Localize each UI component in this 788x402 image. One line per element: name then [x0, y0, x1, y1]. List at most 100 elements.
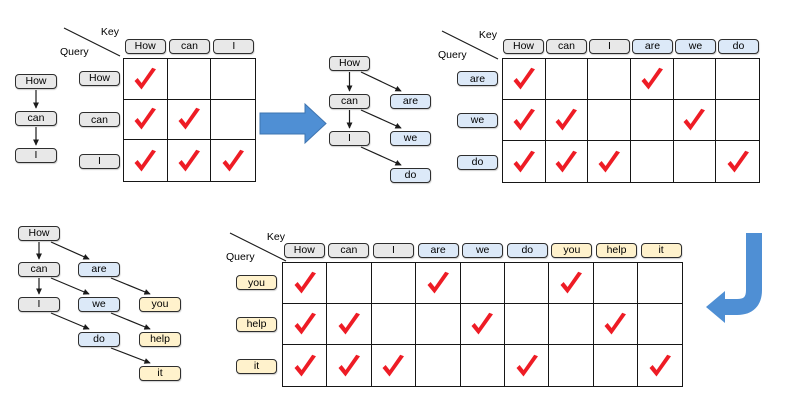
mask-cell	[503, 141, 546, 182]
checkmark-icon	[598, 150, 621, 172]
mask-cell	[593, 263, 638, 304]
mask-cell	[416, 304, 461, 345]
mask-cell	[211, 59, 255, 100]
matrix3-key-do: do	[506, 243, 548, 258]
matrix1-key-how: How	[124, 39, 166, 54]
matrix3-query-it: it	[236, 358, 277, 374]
query-axis-label: Query	[438, 49, 467, 61]
checkmark-icon	[560, 271, 582, 294]
mask-cell	[593, 304, 638, 345]
chain3-token-do: do	[78, 332, 120, 347]
matrix3-key-it: it	[640, 243, 682, 258]
mask-cell	[372, 345, 417, 386]
checkmark-icon	[134, 67, 157, 90]
mask-cell	[327, 345, 372, 386]
mask-cell	[504, 304, 550, 345]
mask-cell	[716, 100, 759, 141]
matrix3-key-help: help	[596, 243, 637, 258]
chain2-token-do: do	[390, 168, 431, 183]
key-axis-label: Key	[478, 29, 497, 41]
mask-cell	[416, 345, 461, 386]
key-query-divider	[229, 232, 287, 262]
mask-cell	[638, 304, 683, 345]
right-arrow-icon	[259, 102, 327, 145]
mask-cell	[546, 141, 589, 182]
chain3-token-i: I	[18, 297, 60, 312]
matrix3-key-are: are	[417, 243, 459, 258]
mask-cell	[588, 100, 631, 141]
checkmark-icon	[382, 354, 405, 376]
chain3-token-are: are	[78, 262, 120, 277]
token-flow-arrow	[50, 312, 90, 330]
matrix2-query-we: we	[457, 113, 498, 128]
checkmark-icon	[294, 354, 316, 376]
token-flow-arrow	[110, 277, 151, 295]
matrix3-key-can: can	[328, 243, 370, 258]
mask-cell	[283, 345, 328, 386]
mask-cell	[461, 345, 505, 386]
matrix3-key-we: we	[462, 243, 504, 258]
chain2-token-how: How	[329, 56, 370, 71]
mask-cell	[674, 141, 717, 182]
checkmark-icon	[338, 354, 361, 376]
chain1-token-i: I	[15, 148, 57, 163]
checkmark-icon	[727, 150, 749, 172]
mask-cell	[211, 140, 255, 181]
mask-cell	[716, 141, 759, 182]
mask-cell	[505, 345, 550, 386]
chain2-token-are: are	[390, 94, 431, 109]
mask-cell	[460, 304, 505, 345]
chain3-token-help: help	[139, 332, 181, 347]
matrix1-query-can: can	[79, 112, 120, 128]
mask-cell	[588, 59, 631, 100]
checkmark-icon	[555, 108, 578, 131]
matrix2-key-can: can	[546, 39, 587, 54]
matrix2-key-i: I	[589, 39, 630, 54]
checkmark-icon	[555, 150, 578, 172]
checkmark-icon	[513, 108, 535, 131]
mask-cell	[283, 263, 328, 304]
checkmark-icon	[178, 149, 200, 172]
mask-cell	[124, 59, 168, 100]
chain1-token-how: How	[15, 74, 57, 89]
query-axis-label: Query	[60, 46, 89, 58]
mask-cell	[631, 59, 674, 100]
checkmark-icon	[178, 108, 200, 130]
checkmark-icon	[427, 271, 449, 294]
key-query-divider	[63, 27, 121, 57]
matrix3-key-how: How	[283, 243, 325, 258]
token-flow-arrow	[360, 71, 402, 92]
mask-cell	[416, 263, 461, 304]
mask-cell	[371, 263, 417, 304]
mask-cell	[631, 100, 674, 141]
mask-cell	[638, 345, 682, 386]
matrix1-mask-grid	[123, 58, 256, 182]
mask-cell	[638, 263, 683, 304]
mask-cell	[371, 304, 417, 345]
chain3-token-you: you	[139, 297, 181, 312]
mask-cell	[124, 140, 168, 181]
mask-cell	[545, 100, 589, 141]
mask-cell	[673, 100, 717, 141]
mask-cell	[631, 141, 674, 182]
checkmark-icon	[134, 108, 157, 130]
j-arrow-head	[706, 291, 725, 323]
mask-cell	[588, 141, 631, 182]
mask-cell	[167, 99, 212, 141]
matrix3-key-i: I	[373, 243, 414, 258]
matrix2-query-do: do	[457, 154, 498, 170]
checkmark-icon	[513, 67, 535, 90]
query-axis-label: Query	[226, 251, 255, 263]
token-flow-arrow	[360, 109, 402, 129]
mask-cell	[545, 59, 589, 100]
matrix1-key-can: can	[168, 39, 210, 54]
token-flow-arrow	[50, 241, 90, 260]
mask-cell	[168, 140, 212, 181]
token-flow-arrow	[110, 312, 151, 330]
checkmark-icon	[516, 354, 538, 376]
j-arrow-icon	[706, 233, 762, 323]
matrix3-query-help: help	[236, 317, 277, 332]
